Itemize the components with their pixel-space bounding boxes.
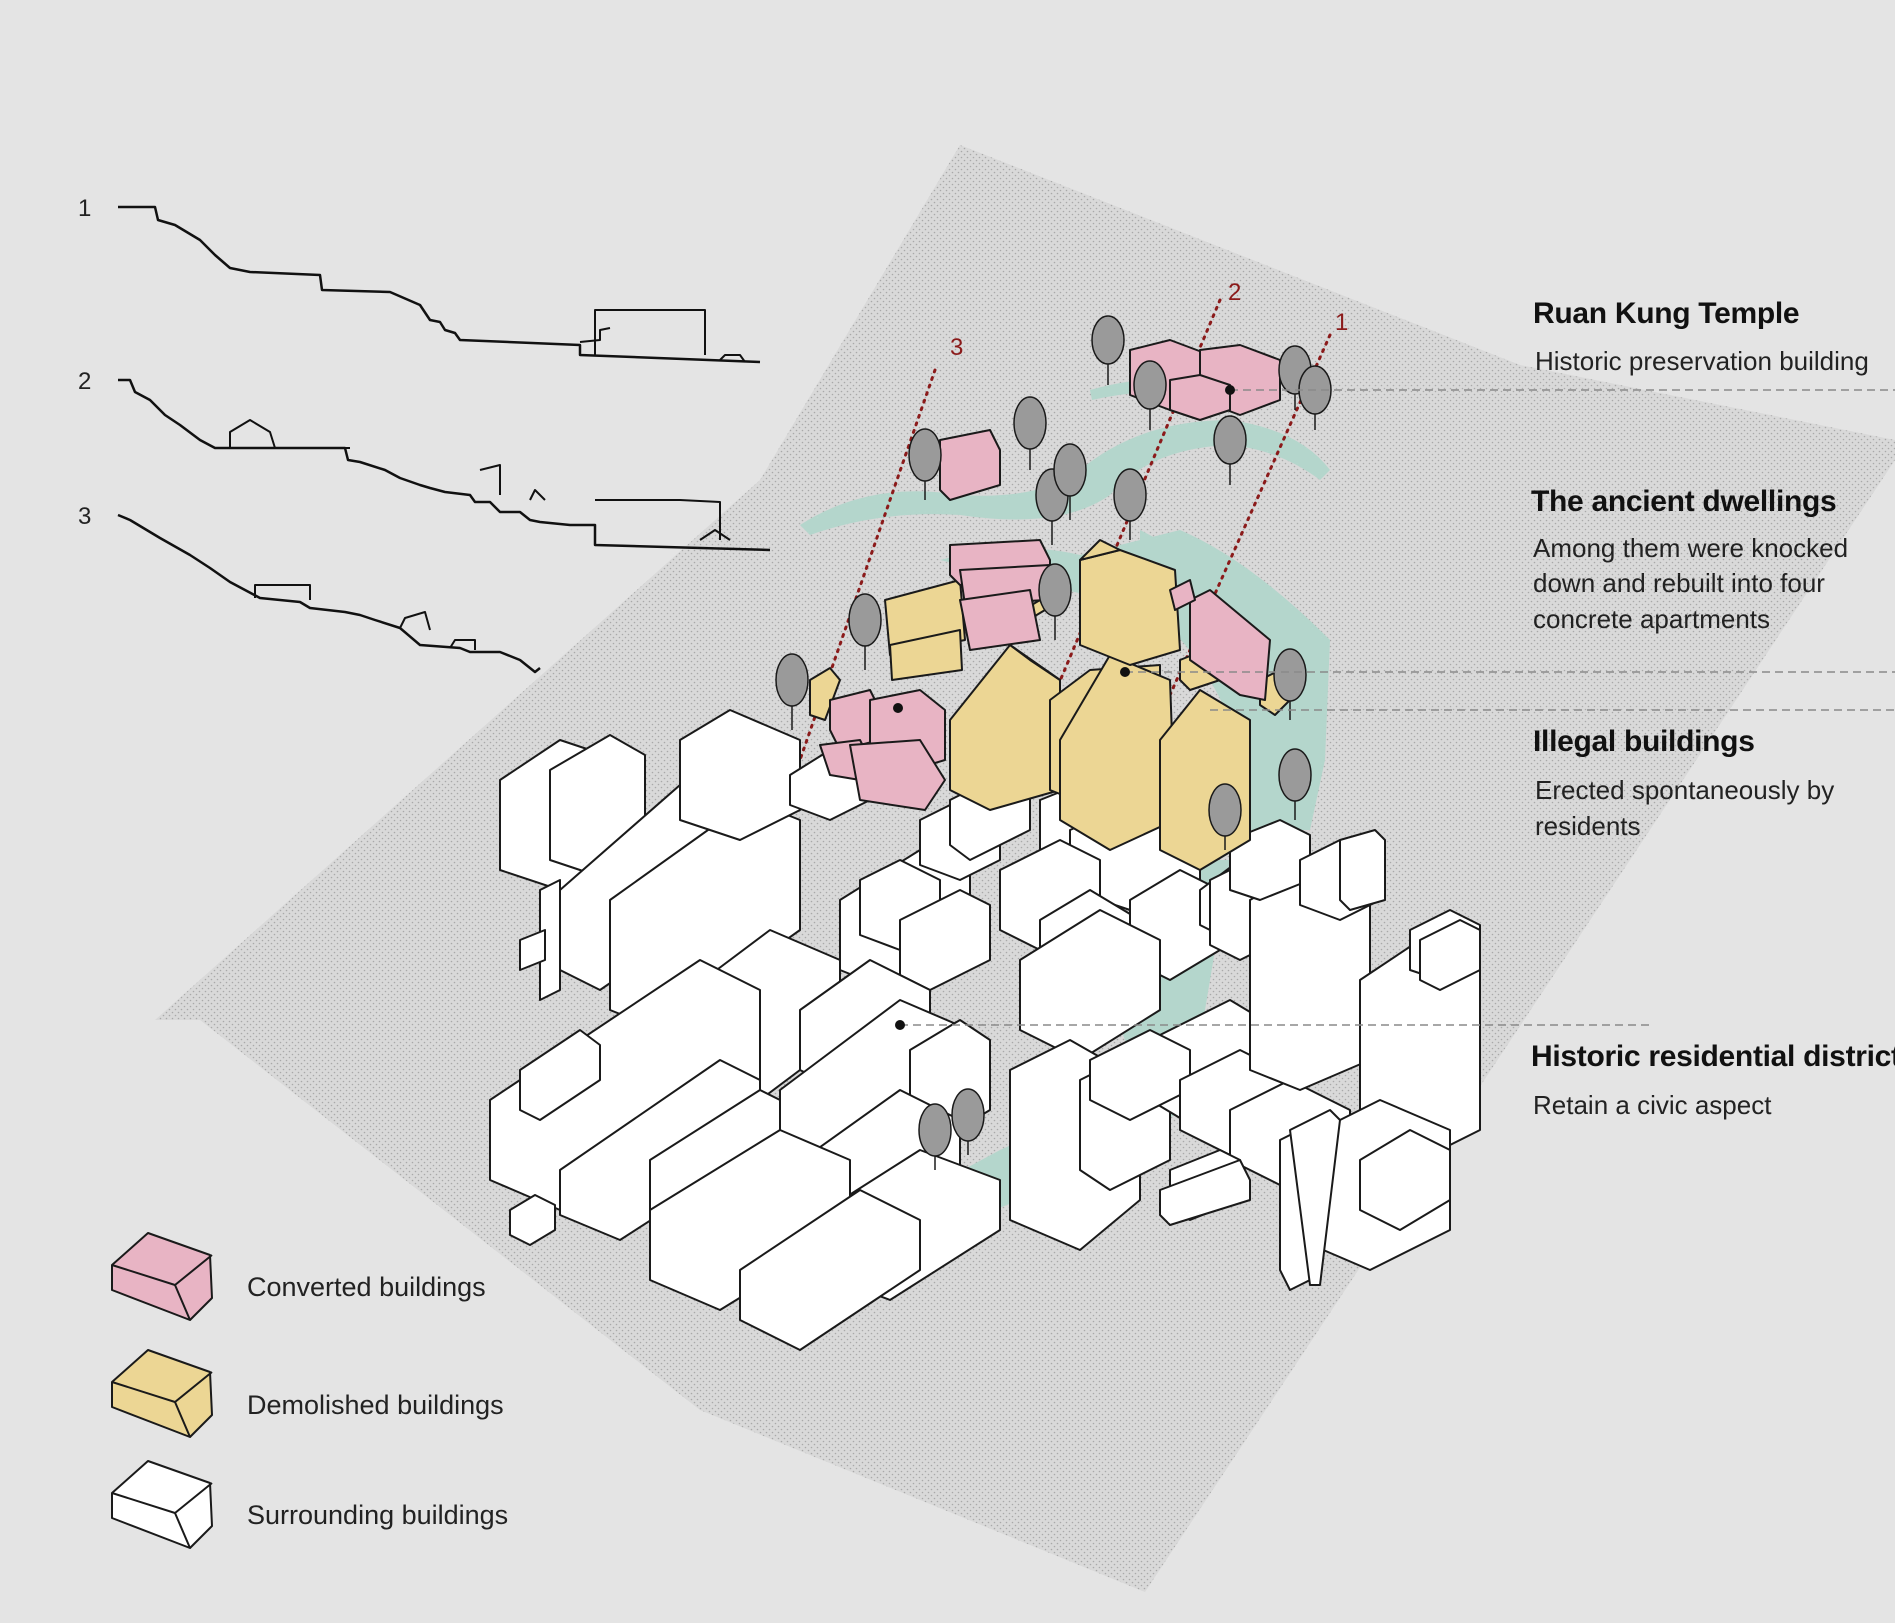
annotation-title-ancient-dwellings: The ancient dwellings bbox=[1531, 485, 1837, 518]
annotation-body-historic-residential-districts: Retain a civic aspect bbox=[1533, 1090, 1772, 1120]
tree-icon bbox=[775, 653, 809, 730]
tree-icon bbox=[1133, 360, 1167, 430]
section-profile-2-building bbox=[229, 419, 731, 541]
tree-icon bbox=[1091, 315, 1125, 385]
annotation-title-historic-residential-districts: Historic residential districts bbox=[1531, 1040, 1895, 1073]
tree-icon bbox=[1273, 648, 1307, 720]
map-section-label-1: 1 bbox=[1335, 309, 1348, 336]
trees bbox=[775, 315, 1332, 1170]
map-section-label-2: 2 bbox=[1228, 279, 1241, 306]
tree-icon bbox=[951, 1088, 985, 1155]
tree-icon bbox=[1013, 396, 1047, 470]
legend-label-demolished: Demolished buildings bbox=[247, 1390, 504, 1420]
tree-icon bbox=[848, 593, 882, 670]
annotation-body-illegal-buildings-2: residents bbox=[1535, 811, 1641, 841]
section-profile-2 bbox=[118, 378, 771, 552]
legend-swatches bbox=[111, 1232, 213, 1549]
legend-swatch-converted-icon bbox=[111, 1232, 213, 1321]
section-profile-1-building bbox=[579, 309, 746, 363]
annotation-body-ruan-kung-temple: Historic preservation building bbox=[1535, 346, 1869, 376]
section-profile-3-building bbox=[254, 584, 476, 650]
legend-label-surrounding: Surrounding buildings bbox=[247, 1500, 509, 1530]
tree-icon bbox=[918, 1103, 952, 1170]
legend-label-converted: Converted buildings bbox=[247, 1272, 486, 1302]
annotation-body-ancient-dwellings-1: Among them were knocked bbox=[1533, 533, 1849, 563]
tree-icon bbox=[1213, 415, 1247, 485]
annotation-body-ancient-dwellings-3: concrete apartments bbox=[1533, 604, 1771, 634]
annotation-body-ancient-dwellings-2: down and rebuilt into four bbox=[1533, 568, 1825, 598]
annotation-body-illegal-buildings-1: Erected spontaneously by bbox=[1535, 775, 1835, 805]
tree-icon bbox=[1208, 783, 1242, 850]
leader-dots bbox=[893, 385, 1235, 1030]
section-number-1: 1 bbox=[78, 195, 92, 222]
tree-icon bbox=[1278, 748, 1312, 820]
section-profile-1 bbox=[118, 205, 761, 364]
section-number-2: 2 bbox=[78, 368, 92, 395]
legend-swatch-demolished-icon bbox=[111, 1349, 213, 1438]
converted-buildings bbox=[819, 339, 1281, 811]
leader-lines bbox=[900, 389, 1895, 1026]
tree-icon bbox=[1053, 443, 1087, 520]
section-number-3: 3 bbox=[78, 503, 92, 530]
surrounding-buildings bbox=[489, 709, 1481, 1351]
section-profiles bbox=[117, 205, 771, 674]
legend-swatch-surrounding-icon bbox=[111, 1460, 213, 1549]
map-section-label-3: 3 bbox=[950, 334, 963, 361]
tree-icon bbox=[1038, 563, 1072, 640]
tree-icon bbox=[908, 428, 942, 500]
annotation-title-illegal-buildings: Illegal buildings bbox=[1533, 725, 1755, 758]
tree-icon bbox=[1113, 468, 1147, 540]
annotation-title-ruan-kung-temple: Ruan Kung Temple bbox=[1533, 297, 1800, 330]
section-profile-3 bbox=[117, 513, 541, 674]
